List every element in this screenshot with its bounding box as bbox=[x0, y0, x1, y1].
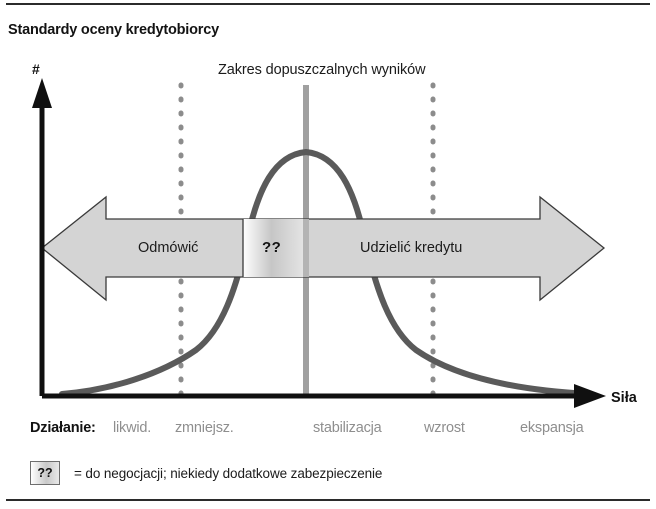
category-ekspansja: ekspansja bbox=[520, 420, 584, 436]
acceptable-range-annotation: Zakres dopuszczalnych wyników bbox=[218, 62, 426, 78]
decision-arrow-band bbox=[40, 195, 606, 302]
legend: ?? = do negocjacji; niekiedy dodatkowe z… bbox=[30, 460, 382, 486]
y-axis-arrowhead bbox=[32, 78, 52, 108]
distribution-curve bbox=[59, 148, 593, 397]
page-title: Standardy oceny kredytobiorcy bbox=[8, 22, 219, 38]
band-label-refuse: Odmówić bbox=[138, 240, 199, 256]
x-axis-label: Siła bbox=[611, 390, 637, 406]
negotiation-segment bbox=[243, 219, 306, 277]
bottom-divider-rule bbox=[6, 499, 650, 501]
band-label-negotiate: ?? bbox=[262, 239, 282, 256]
x-axis-arrowhead bbox=[574, 384, 606, 408]
legend-text: = do negocjacji; niekiedy dodatkowe zabe… bbox=[74, 465, 383, 481]
category-likwid: likwid. bbox=[113, 420, 152, 436]
category-axis-row: Działanie: likwid. zmniejsz. stabilizacj… bbox=[0, 420, 656, 442]
category-axis-lead: Działanie: bbox=[30, 420, 96, 436]
y-axis-label: # bbox=[32, 61, 40, 77]
band-label-grant: Udzielić kredytu bbox=[360, 240, 463, 256]
top-divider-rule bbox=[6, 3, 650, 5]
legend-swatch-negotiate: ?? bbox=[30, 461, 60, 485]
category-zmniejsz: zmniejsz. bbox=[175, 420, 234, 436]
category-wzrost: wzrost bbox=[424, 420, 465, 436]
category-stabilizacja: stabilizacja bbox=[313, 420, 382, 436]
